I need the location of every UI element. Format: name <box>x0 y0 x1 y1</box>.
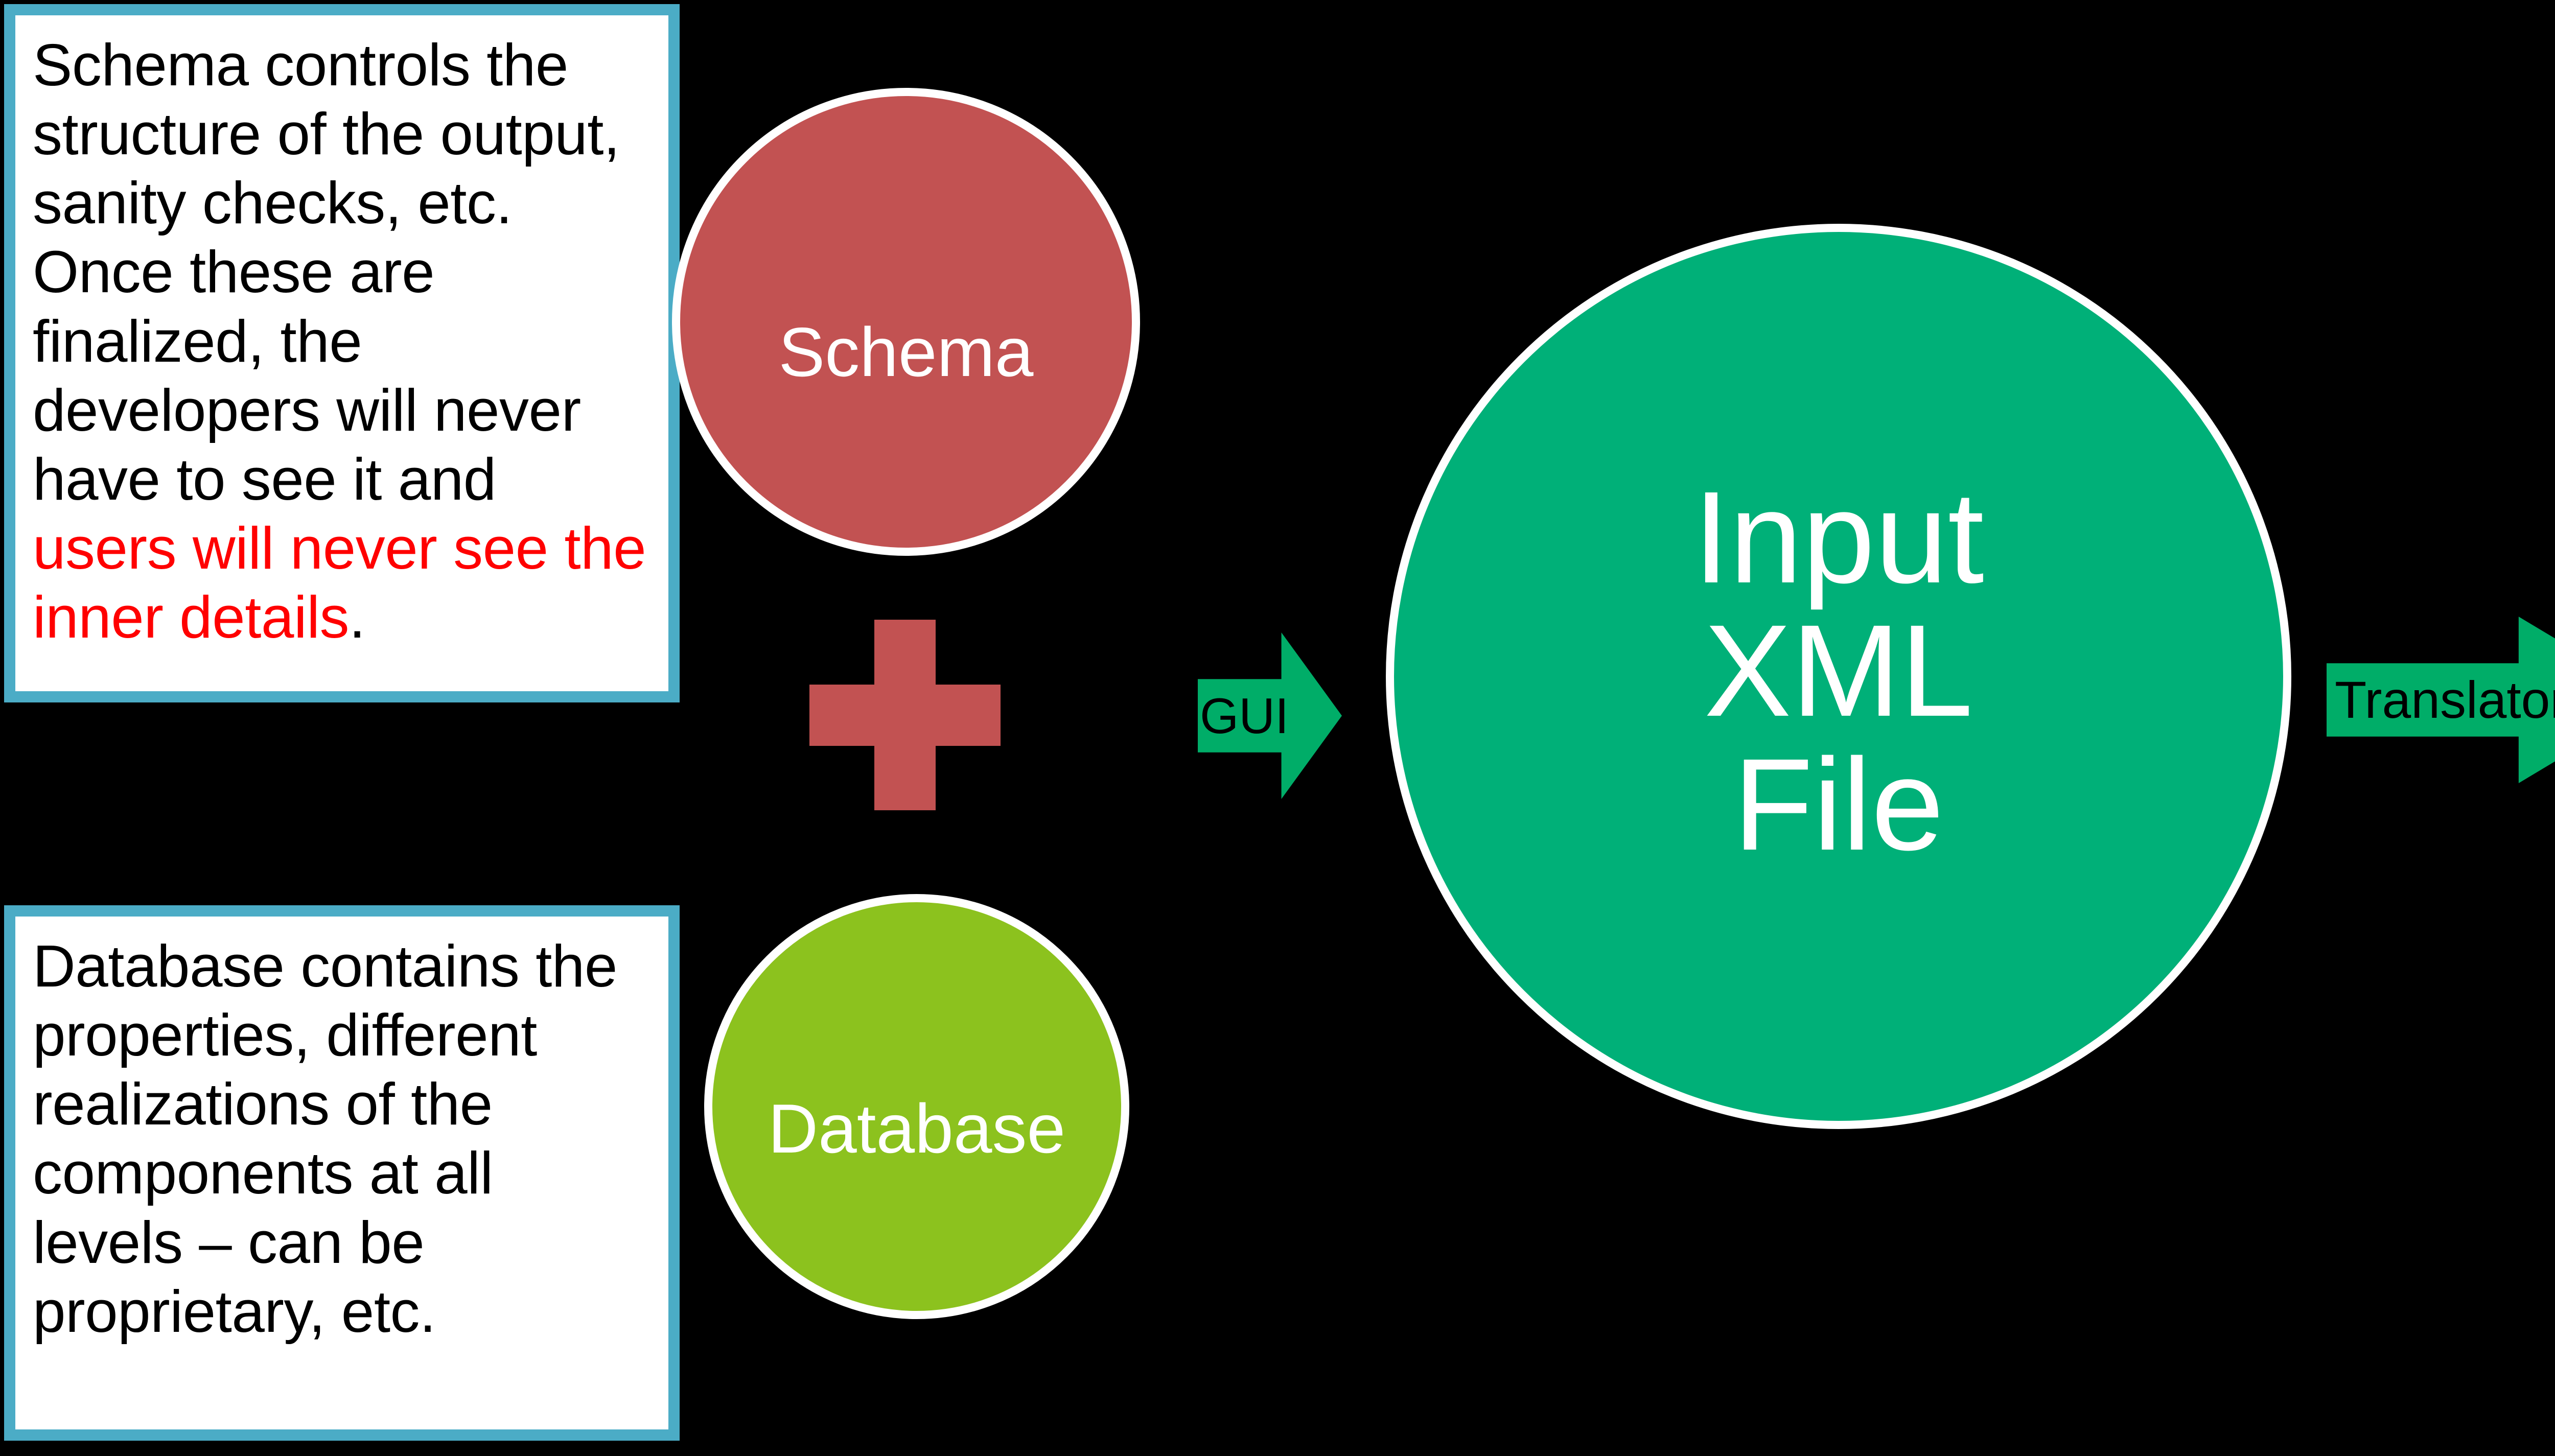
schema-callout-text: Schema controls the structure of the out… <box>15 15 668 652</box>
input-xml-file-label-line2: XML <box>1704 598 1973 744</box>
schema-callout-text-black-2: . <box>349 584 365 650</box>
database-callout-text: Database contains the properties, differ… <box>33 933 617 1345</box>
database-callout-box: Database contains the properties, differ… <box>4 905 680 1441</box>
gui-arrow-label: GUI <box>1200 688 1289 744</box>
schema-node-label: Schema <box>778 313 1034 391</box>
gui-arrow[interactable]: GUI <box>1198 632 1342 799</box>
plus-icon <box>809 620 1001 810</box>
schema-callout-box: Schema controls the structure of the out… <box>4 4 680 702</box>
translator-arrow[interactable]: Translator <box>2327 617 2555 783</box>
plus-icon-vertical-bar <box>874 620 936 810</box>
database-node-label: Database <box>768 1090 1066 1167</box>
database-node[interactable]: Database <box>704 894 1129 1319</box>
input-xml-file-label-group: Input XML File <box>1693 471 1984 871</box>
input-xml-file-label-line3: File <box>1733 731 1944 878</box>
input-xml-file-label-line1: Input <box>1693 464 1984 611</box>
schema-callout-text-black-1: Schema controls the structure of the out… <box>33 32 620 512</box>
schema-callout-text-red: users will never see the inner details <box>33 514 646 650</box>
input-xml-file-node[interactable]: Input XML File <box>1386 224 2291 1129</box>
translator-arrow-label: Translator <box>2335 671 2555 729</box>
schema-node[interactable]: Schema <box>672 88 1140 556</box>
